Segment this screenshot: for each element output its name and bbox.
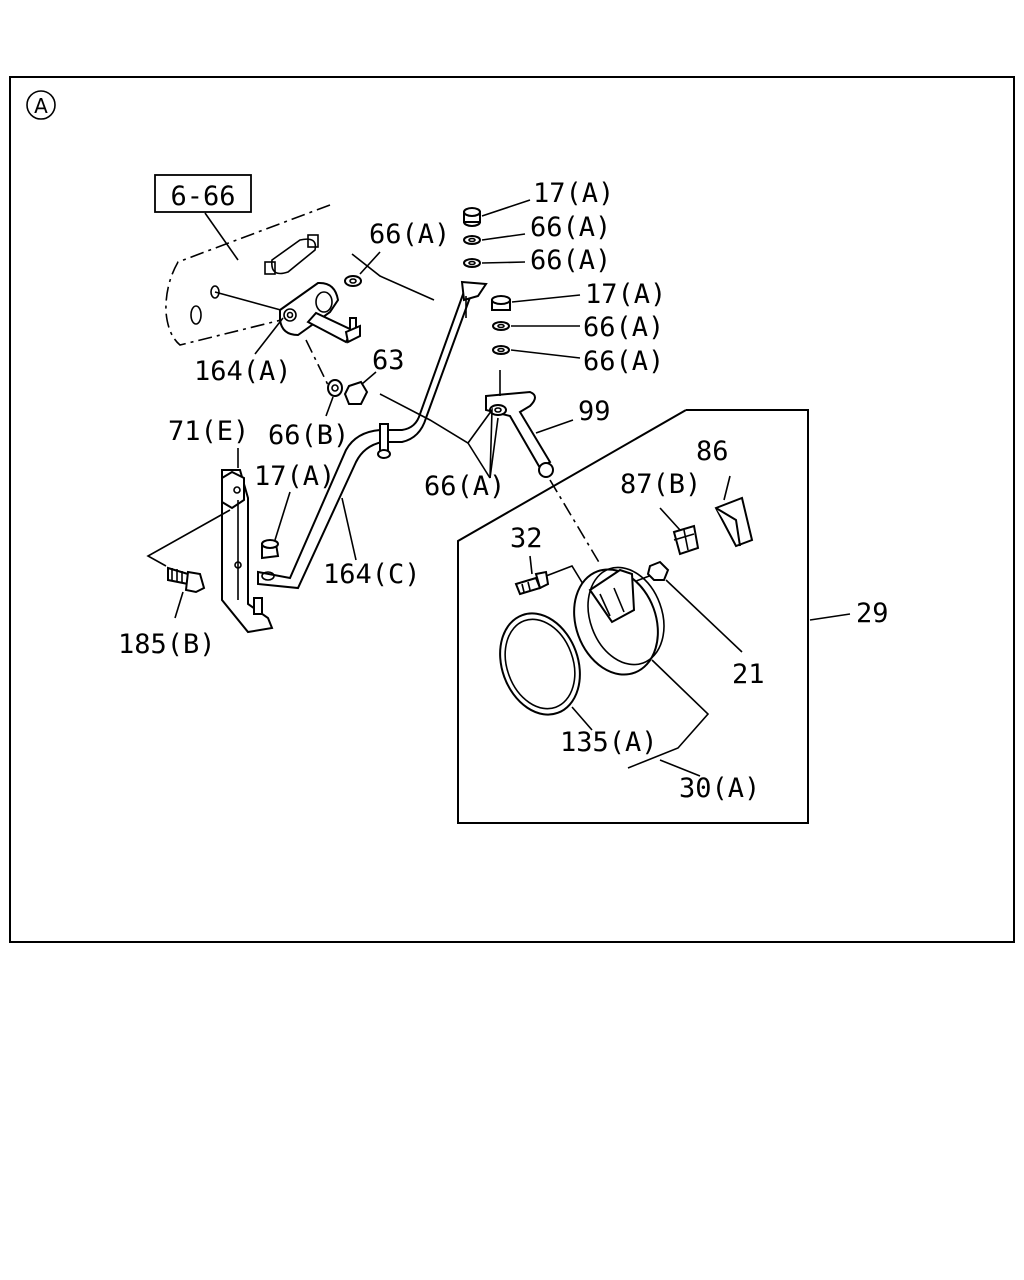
nut-21 (646, 560, 670, 581)
label-17a-2: 17(A) (585, 279, 666, 310)
label-63: 63 (372, 345, 405, 376)
reference-box: 6-66 (154, 174, 252, 213)
leader-lines (146, 199, 851, 777)
label-32: 32 (510, 523, 543, 554)
bracket-164a (279, 281, 361, 344)
label-66b: 66(B) (268, 420, 349, 451)
svg-text:A: A (34, 94, 48, 118)
stay-99 (485, 370, 554, 478)
screw-32 (514, 570, 550, 596)
label-66a-1: 66(A) (530, 212, 611, 243)
assembly-frame (457, 409, 809, 824)
outer-frame (9, 76, 1015, 943)
label-164a: 164(A) (194, 356, 292, 387)
label-17a-3: 17(A) (254, 461, 335, 492)
label-86: 86 (696, 436, 729, 467)
label-71e: 71(E) (168, 416, 249, 447)
label-99: 99 (578, 396, 611, 427)
svg-text:6-66: 6-66 (170, 181, 235, 212)
bracket-71e (221, 469, 274, 634)
label-66a-4: 66(A) (583, 312, 664, 343)
label-66a-6: 66(A) (424, 471, 505, 502)
label-135a: 135(A) (560, 727, 658, 758)
label-29: 29 (856, 598, 889, 629)
cap-86 (714, 496, 754, 548)
part-labels: 17(A) 66(A) 66(A) 66(A) 17(A) 66(A) 66(A… (118, 178, 889, 804)
body-panel (165, 204, 331, 346)
label-17a-1: 17(A) (533, 178, 614, 209)
label-66a-5: 66(A) (583, 346, 664, 377)
label-66a-3: 66(A) (530, 245, 611, 276)
clip-87b (672, 524, 700, 556)
hardware (167, 207, 511, 594)
headlamp-30a (499, 566, 665, 716)
label-21: 21 (732, 659, 765, 690)
stay-164c (257, 280, 488, 590)
label-164c: 164(C) (323, 559, 421, 590)
section-marker: A (26, 90, 56, 120)
label-30a: 30(A) (679, 773, 760, 804)
label-66a-2: 66(A) (369, 219, 450, 250)
label-87b: 87(B) (620, 469, 701, 500)
label-185b: 185(B) (118, 629, 216, 660)
